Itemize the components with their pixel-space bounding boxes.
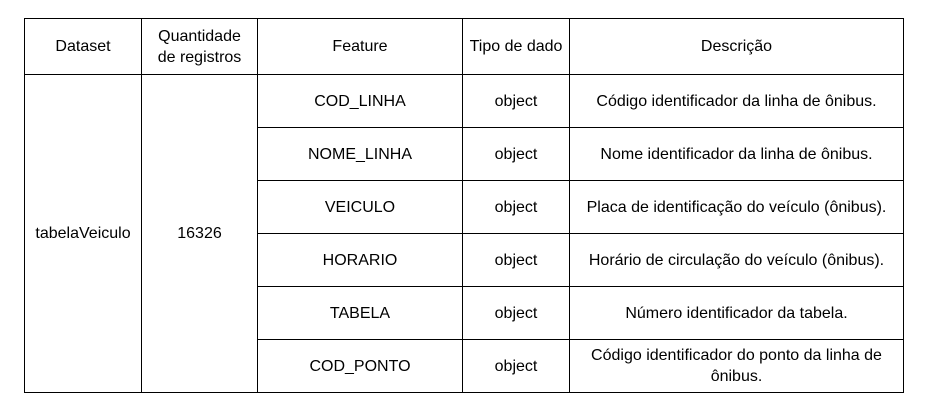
dataset-cell: tabelaVeiculo (24, 74, 142, 393)
feature-cell: VEICULO (257, 180, 463, 234)
header-tipo: Tipo de dado (462, 18, 570, 75)
quantidade-cell: 16326 (141, 74, 258, 393)
descricao-cell: Número identificador da tabela. (569, 286, 904, 340)
tipo-cell: object (462, 127, 570, 181)
tipo-cell: object (462, 74, 570, 128)
features-table: Dataset Quantidade de registros Feature … (24, 18, 904, 393)
descricao-cell: Horário de circulação do veículo (ônibus… (569, 233, 904, 287)
header-quantidade: Quantidade de registros (141, 18, 258, 75)
table-row: HORARIO object Horário de circulação do … (25, 233, 904, 287)
table-row: tabelaVeiculo 16326 COD_LINHA object Cód… (24, 74, 904, 393)
feature-cell: TABELA (257, 286, 463, 340)
descricao-cell: Código identificador da linha de ônibus. (569, 74, 904, 128)
header-row: Dataset Quantidade de registros Feature … (24, 18, 904, 75)
table-row: NOME_LINHA object Nome identificador da … (25, 127, 904, 181)
descricao-cell: Placa de identificação do veículo (ônibu… (569, 180, 904, 234)
table-row: COD_PONTO object Código identificador do… (25, 339, 904, 393)
tipo-cell: object (462, 286, 570, 340)
table-row: VEICULO object Placa de identificação do… (25, 180, 904, 234)
table-row: TABELA object Número identificador da ta… (25, 286, 904, 340)
feature-cell: NOME_LINHA (257, 127, 463, 181)
feature-cell: HORARIO (257, 233, 463, 287)
descricao-cell: Nome identificador da linha de ônibus. (569, 127, 904, 181)
descricao-cell: Código identificador do ponto da linha d… (569, 339, 904, 393)
tipo-cell: object (462, 180, 570, 234)
header-descricao: Descrição (569, 18, 904, 75)
header-dataset: Dataset (24, 18, 142, 75)
feature-cell: COD_LINHA (257, 74, 463, 128)
feature-cell: COD_PONTO (257, 339, 463, 393)
tipo-cell: object (462, 339, 570, 393)
tipo-cell: object (462, 233, 570, 287)
header-feature: Feature (257, 18, 463, 75)
